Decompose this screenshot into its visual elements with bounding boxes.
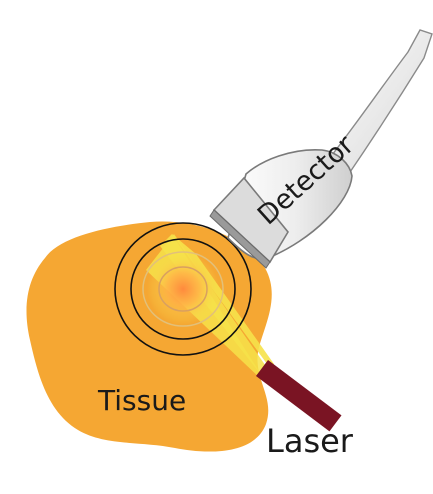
laser-label: Laser — [266, 422, 354, 460]
laser-device — [256, 360, 342, 431]
absorption-focus — [147, 253, 219, 325]
tissue-label: Tissue — [97, 384, 186, 417]
